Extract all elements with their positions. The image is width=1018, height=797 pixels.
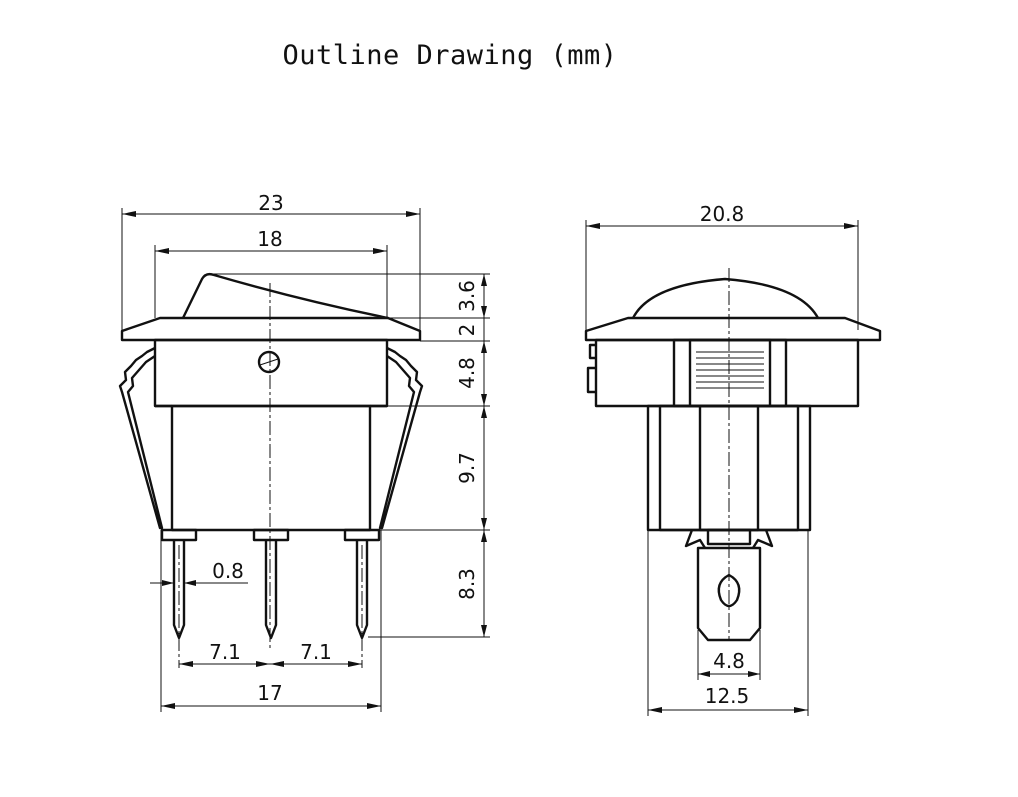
terminal-middle	[264, 540, 278, 640]
rocker-actuator	[181, 272, 389, 320]
dim-width-20-8: 20.8	[585, 202, 859, 330]
side-terminal	[696, 546, 762, 642]
side-bezel	[584, 316, 882, 342]
side-dome	[631, 277, 820, 319]
dim-label-23: 23	[258, 191, 283, 215]
dim-label-4-8: 4.8	[455, 357, 479, 389]
front-bezel	[120, 316, 422, 342]
drawing-title: Outline Drawing (mm)	[282, 40, 618, 71]
side-view: 20.8 4.8 12.5	[584, 202, 882, 716]
dim-label-7-1-right: 7.1	[300, 640, 332, 664]
dim-width-17: 17	[160, 530, 382, 712]
dim-label-18: 18	[257, 227, 282, 251]
front-housing-lower	[170, 404, 372, 532]
dim-pin-4-8: 4.8	[697, 630, 761, 680]
side-housing-upper	[594, 338, 860, 408]
side-spring	[696, 351, 764, 389]
dim-pin-0-8: 0.8	[150, 559, 248, 586]
dim-vertical-stack: 3.6 2 4.8 9.7 8.3	[210, 273, 490, 638]
dim-pitch: 7.1 7.1	[179, 640, 362, 667]
side-terminal-hole	[717, 573, 741, 608]
dim-label-12-5: 12.5	[705, 684, 750, 708]
dim-label-9-7: 9.7	[455, 452, 479, 484]
dim-width-23: 23	[121, 191, 421, 330]
right-spring-clip	[378, 346, 424, 530]
dim-label-2: 2	[455, 324, 479, 337]
dim-width-12-5: 12.5	[647, 530, 809, 716]
front-indicator-circle	[257, 350, 281, 374]
dim-label-3-6: 3.6	[455, 280, 479, 312]
dim-label-17: 17	[257, 681, 282, 705]
dim-label-7-1-left: 7.1	[209, 640, 241, 664]
front-view: 23 18	[118, 191, 490, 712]
dim-label-20-8: 20.8	[700, 202, 745, 226]
dim-label-4-8-side: 4.8	[713, 649, 745, 673]
dim-label-8-3: 8.3	[455, 568, 479, 600]
left-spring-clip	[118, 346, 164, 530]
dim-width-18: 18	[154, 227, 388, 318]
dim-label-0-8: 0.8	[212, 559, 244, 583]
